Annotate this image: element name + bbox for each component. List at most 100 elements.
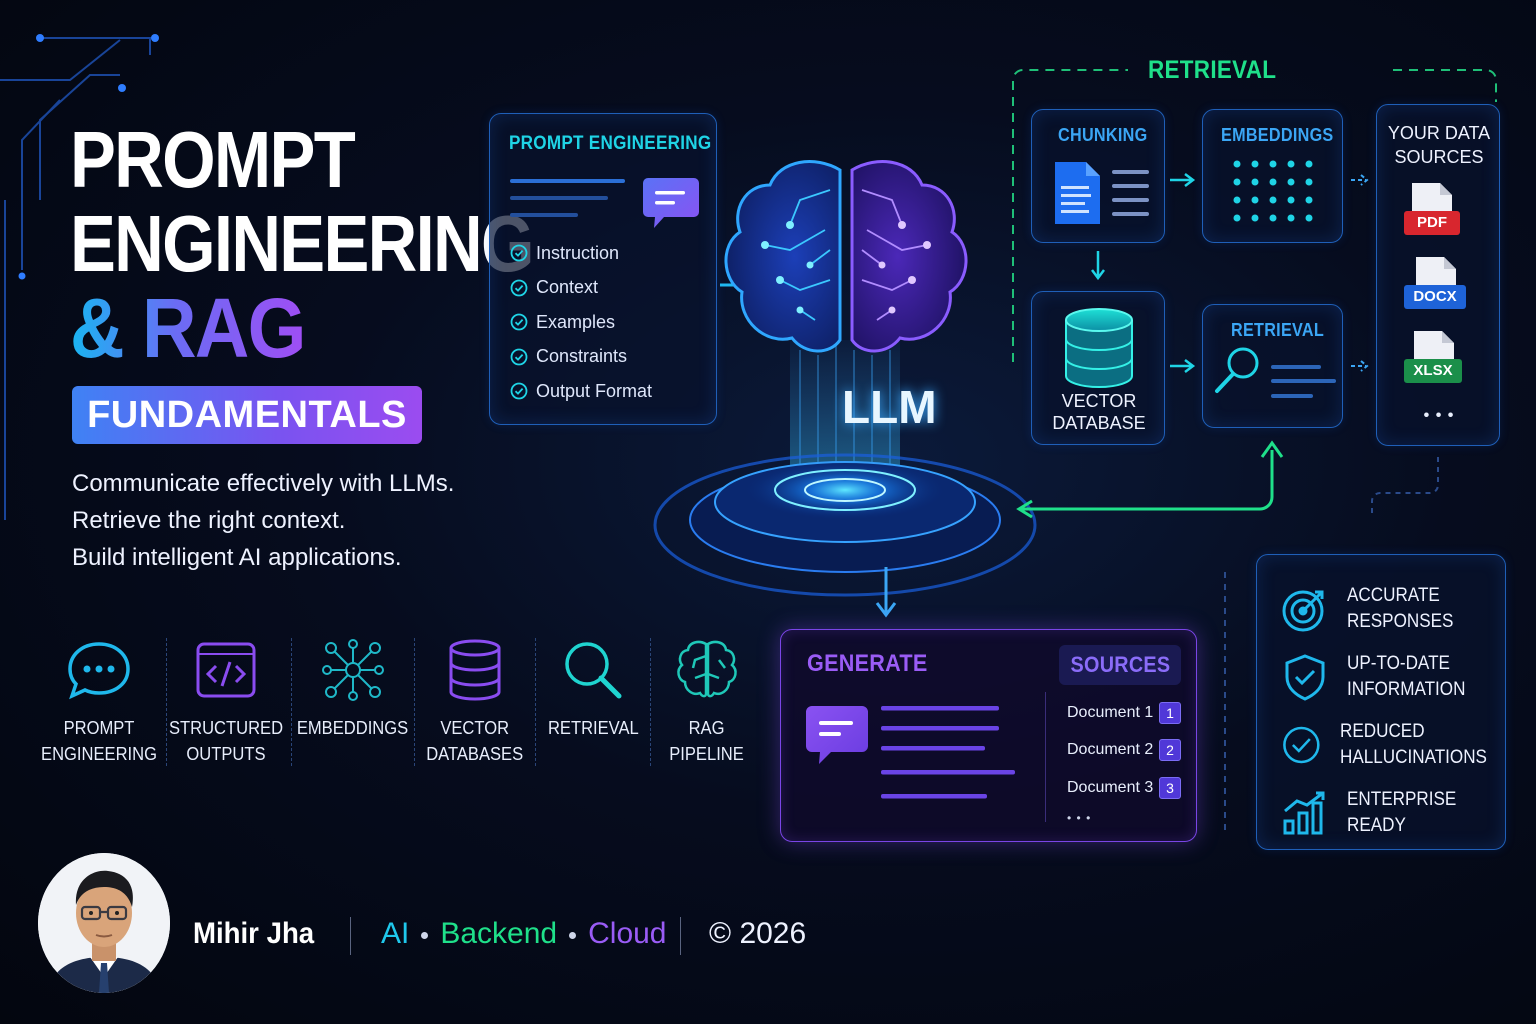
topic-label-line-2: DATABASES: [426, 744, 524, 764]
data-sources-label-line-2: SOURCES: [1394, 147, 1484, 167]
topic-label-line-1: VECTOR: [440, 718, 510, 738]
divider: [535, 638, 536, 766]
tagline-line-3: Build intelligent AI applications.: [72, 544, 402, 571]
sources-divider: [1045, 692, 1046, 822]
chat-bubble-icon: [806, 706, 868, 764]
sources-header: SOURCES: [1059, 645, 1181, 685]
source-name: Document 1: [1067, 703, 1154, 721]
checklist-item-label: Context: [536, 277, 599, 298]
retrieval-label: RETRIEVAL: [1231, 320, 1325, 340]
title-line-2: ENGINEERING: [70, 199, 534, 288]
topic-label: PROMPT ENGINEERING: [41, 715, 157, 767]
data-sources-label: YOUR DATA SOURCES: [1377, 121, 1501, 169]
topic-label: EMBEDDINGS: [297, 715, 408, 741]
topic-label-line-1: PROMPT: [63, 718, 135, 738]
topic-rag-pipeline: RAG PIPELINE: [651, 638, 763, 767]
bullet: [421, 931, 429, 939]
return-arrow: [1016, 440, 1284, 519]
benefit-label: REDUCED HALLUCINATIONS: [1340, 719, 1487, 771]
checklist-item: Constraints: [510, 340, 710, 375]
checklist-item: Examples: [510, 305, 710, 340]
benefit-label-line-1: ACCURATE: [1347, 585, 1440, 606]
topic-label: RETRIEVAL: [548, 715, 639, 741]
topic-label-line-2: OUTPUTS: [186, 744, 266, 764]
source-name: Document 2: [1067, 741, 1154, 759]
topic-label-line-2: PIPELINE: [669, 744, 745, 764]
bullet: [569, 931, 577, 939]
search-icon: [565, 642, 622, 699]
check-circle-icon: [510, 244, 528, 262]
topic-label: RAG PIPELINE: [670, 715, 745, 767]
vector-database-label-line-1: VECTOR: [1061, 391, 1137, 411]
topic-label: VECTOR DATABASES: [427, 715, 524, 767]
source-item[interactable]: Document 2 2: [1067, 732, 1181, 770]
growth-chart-icon: [1283, 791, 1325, 835]
checklist-item: Context: [510, 271, 710, 306]
prompt-checklist: Instruction Context Examples Constraints…: [510, 236, 710, 409]
title-line-1: PROMPT: [70, 115, 356, 204]
source-item[interactable]: Document 3 3: [1067, 769, 1181, 807]
generate-title: GENERATE: [807, 650, 928, 677]
arrow-right-icon: [1170, 173, 1196, 187]
prompt-card-title: PROMPT ENGINEERING: [509, 133, 712, 154]
vector-database-card: VECTOR DATABASE: [1031, 291, 1165, 445]
search-icon: [1215, 347, 1336, 398]
data-sources-card: YOUR DATA SOURCES PDF DOCX XLSX • • •: [1376, 104, 1500, 446]
target-icon: [1282, 590, 1324, 632]
tag-backend: Backend: [440, 917, 558, 950]
source-number: 2: [1159, 739, 1181, 762]
sources-title: SOURCES: [1070, 652, 1170, 677]
embeddings-card: EMBEDDINGS: [1202, 109, 1343, 243]
checklist-item-label: Instruction: [536, 242, 620, 263]
xlsx-file-icon: XLSX: [1404, 329, 1462, 387]
avatar: [38, 853, 170, 993]
source-item[interactable]: Document 1 1: [1067, 694, 1181, 732]
person-portrait: [38, 853, 170, 993]
sources-list: Document 1 1 Document 2 2 Document 3 3 •…: [1067, 694, 1181, 825]
benefit-label-line-2: READY: [1347, 815, 1406, 836]
title-line-3: & RAG: [70, 281, 306, 375]
benefit-label: ENTERPRISE READY: [1347, 787, 1456, 839]
network-icon: [322, 639, 384, 701]
docx-file-icon: DOCX: [1404, 255, 1466, 313]
topic-label-line-1: EMBEDDINGS: [297, 718, 409, 738]
topic-label-line-1: STRUCTURED: [168, 718, 284, 738]
benefit-label-line-1: ENTERPRISE: [1347, 789, 1457, 810]
chunking-label: CHUNKING: [1058, 125, 1148, 145]
checklist-item-label: Output Format: [536, 380, 653, 401]
database-icon: [1065, 308, 1133, 388]
topic-label-line-1: RAG: [689, 718, 725, 738]
retrieval-group-frame: [1012, 69, 1497, 362]
retrieval-group-title: RETRIEVAL: [1148, 56, 1277, 84]
embedding-dots-graphic: [1233, 160, 1313, 222]
chat-bubble-icon: [68, 642, 130, 700]
benefit-label-line-2: RESPONSES: [1347, 611, 1454, 632]
copyright: © 2026: [709, 917, 807, 950]
topic-embeddings: EMBEDDINGS: [292, 638, 414, 741]
data-sources-label-line-1: YOUR DATA: [1387, 123, 1491, 143]
document-icon: [1055, 162, 1149, 224]
llm-label: LLM: [842, 381, 937, 433]
response-lines-graphic: [881, 706, 1015, 799]
dashed-connector: [1371, 457, 1439, 513]
vertical-dashed-line: [1224, 572, 1226, 834]
xlsx-label: XLSX: [1404, 359, 1462, 383]
text-lines-graphic: [510, 179, 625, 217]
divider: [650, 638, 651, 766]
topic-vector-databases: VECTOR DATABASES: [415, 638, 535, 767]
topics-row: PROMPT ENGINEERING STRUCTURED OUTPUTS EMBE…: [40, 638, 770, 778]
topic-label: STRUCTURED OUTPUTS: [169, 715, 283, 767]
topic-prompt-engineering: PROMPT ENGINEERING: [40, 638, 158, 767]
prompt-engineering-card: PROMPT ENGINEERING Instruction Context E…: [489, 113, 717, 425]
divider: [414, 638, 415, 766]
check-circle-icon: [510, 279, 528, 297]
divider: [166, 638, 167, 766]
topic-label-line-2: ENGINEERING: [41, 744, 157, 764]
benefit-label-line-1: REDUCED: [1339, 721, 1425, 742]
benefit-label-line-1: UP-TO-DATE: [1347, 653, 1450, 674]
brain-icon: [677, 640, 737, 698]
chat-bubble-icon: [643, 178, 699, 228]
benefit-label-line-2: HALLUCINATIONS: [1339, 747, 1487, 768]
